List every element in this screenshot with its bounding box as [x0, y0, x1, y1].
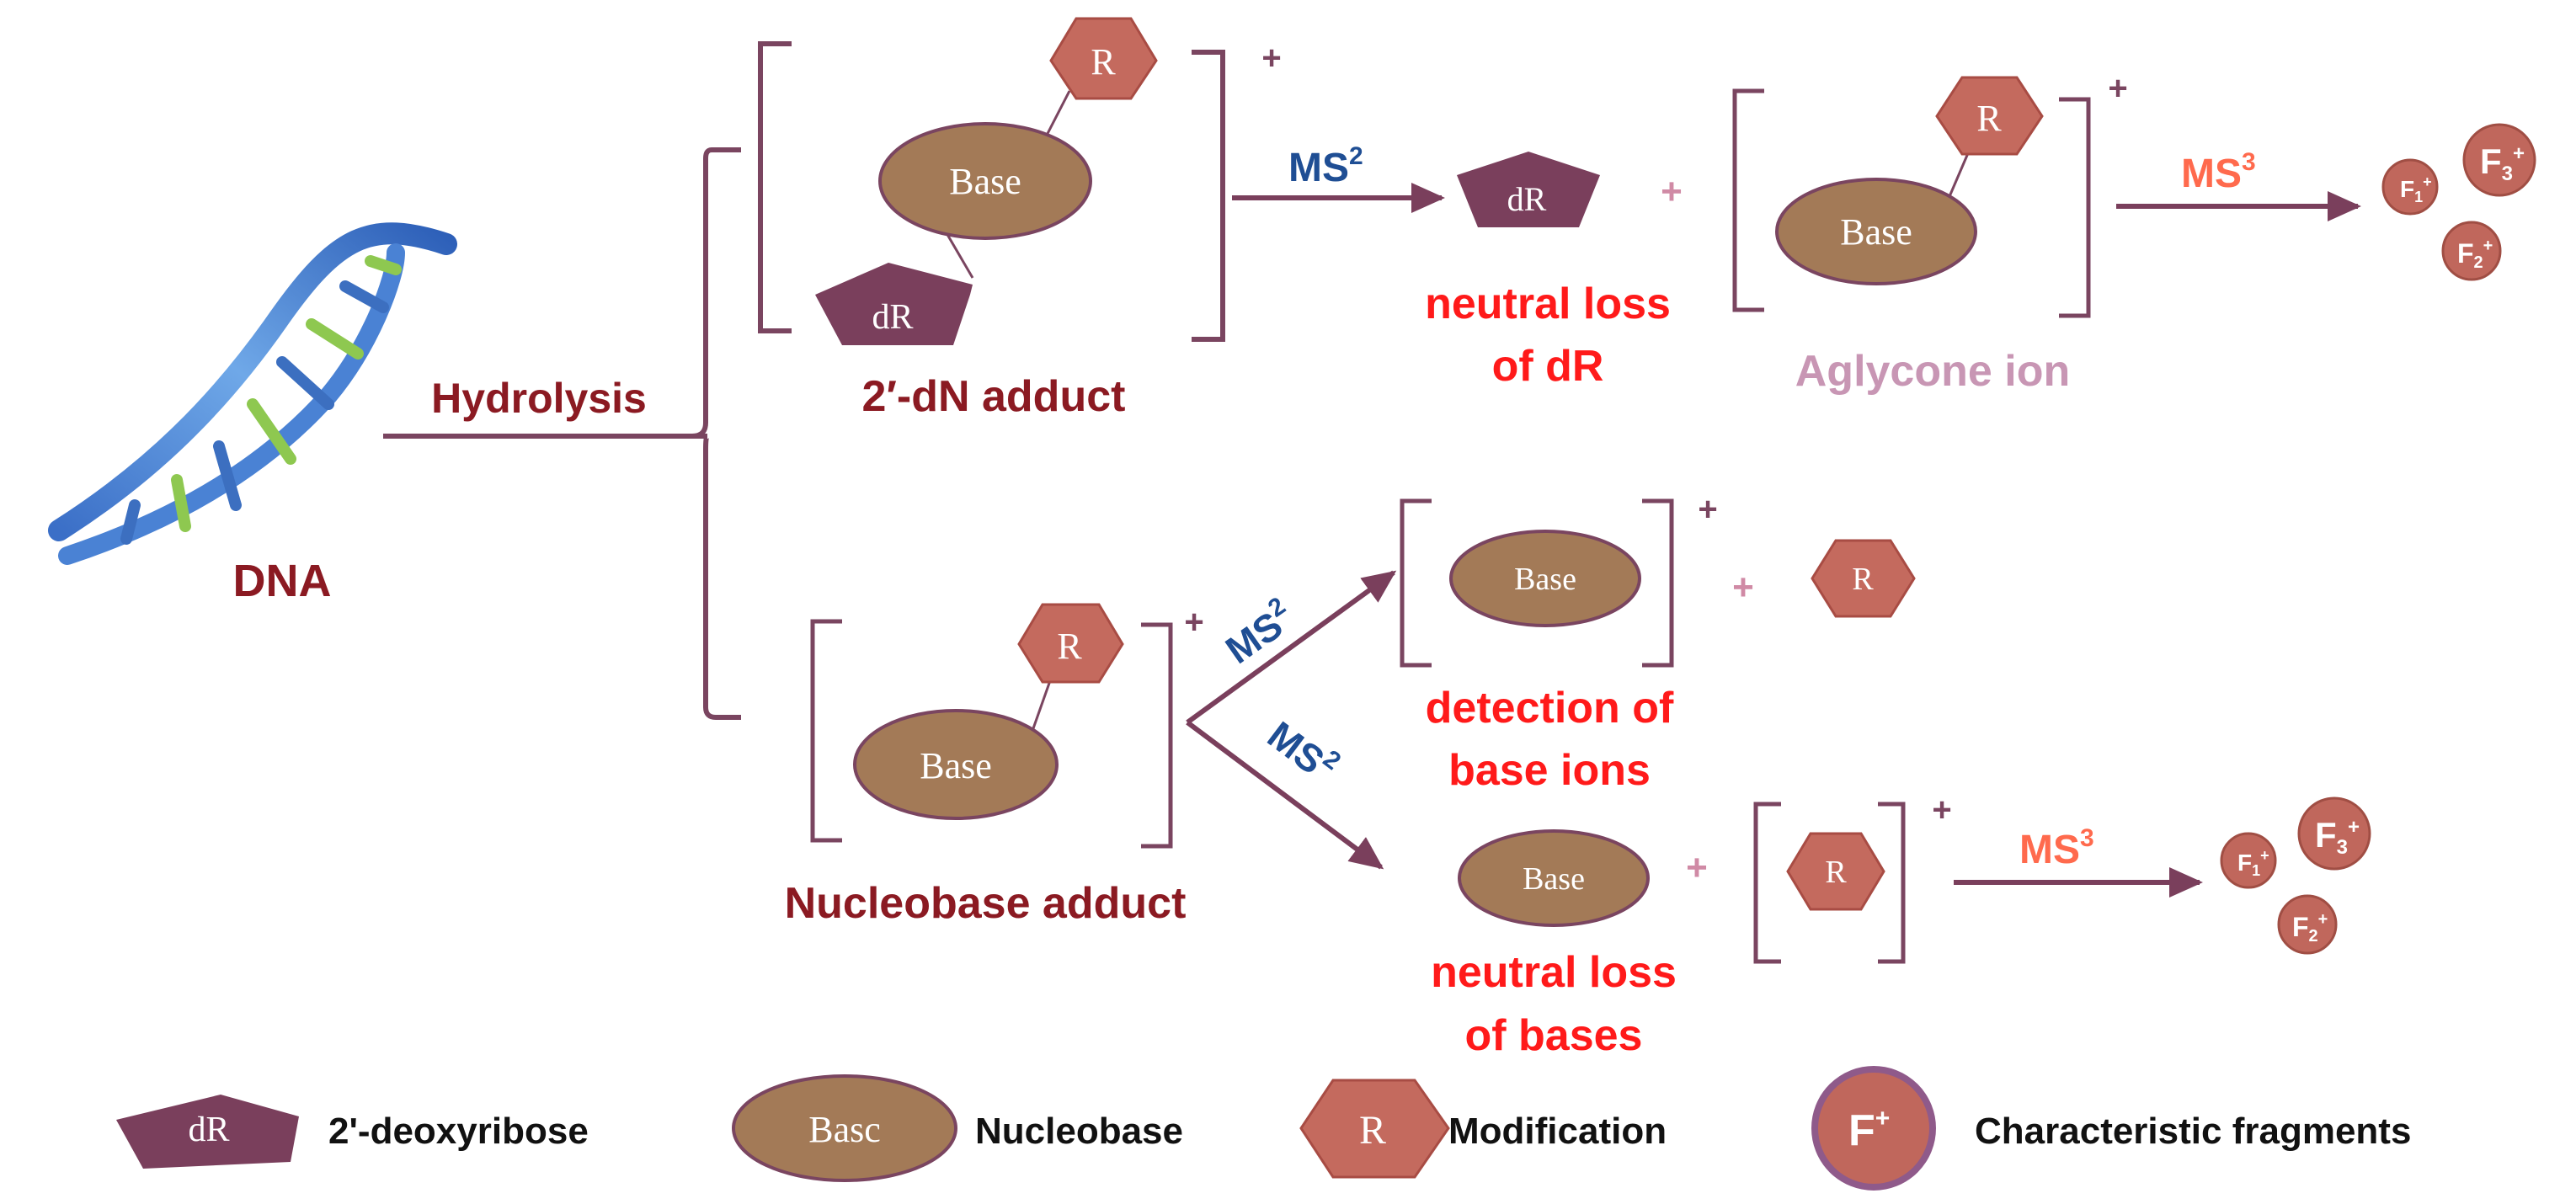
ms2-arrow-upper — [1186, 570, 1397, 725]
r-ion-bracket-left — [1753, 802, 1781, 964]
r-ion-charge-plus: + — [1932, 791, 1951, 828]
r-ion-bracket-right — [1878, 802, 1906, 964]
dn-dr-shape — [815, 263, 973, 345]
legend-nucleobase-label: Nucleobase — [975, 1111, 1183, 1152]
legend-fragments-label: Characteristic fragments — [1975, 1111, 2411, 1152]
fragment-f3-bottom-label: F3+ — [2315, 815, 2360, 859]
legend-r-shape — [1299, 1079, 1450, 1179]
fragment-f2-bottom-label: F2+ — [2292, 910, 2328, 946]
r-ion-shape — [1786, 832, 1885, 911]
legend-base-shape — [732, 1074, 957, 1182]
dn-base-label: Base — [949, 161, 1021, 202]
nb-base-shape — [853, 709, 1059, 820]
nb-r-label: R — [1057, 626, 1082, 667]
fragment-f1-top — [2381, 158, 2439, 216]
legend: dR 2'-deoxyribose Basc Nucleobase R Modi… — [116, 1066, 2411, 1191]
fragments-top: F1+ F3+ F2+ — [2381, 123, 2536, 281]
fragment-f1-bottom-label: F1+ — [2237, 847, 2269, 879]
fragment-f1-top-label: F1+ — [2400, 173, 2432, 205]
fragment-f1-bottom — [2220, 832, 2277, 889]
dn-adduct-label: 2′-dN adduct — [862, 372, 1126, 421]
base-ion-label: Base — [1514, 562, 1576, 597]
fragment-f2-bottom — [2277, 894, 2338, 955]
aglycone-r-shape — [1935, 76, 2044, 156]
ms2-label-lower: MS2 — [1260, 710, 1346, 791]
legend-modification-label: Modification — [1448, 1111, 1667, 1152]
legend-fragment-label: F+ — [1848, 1105, 1890, 1155]
legend-deoxyribose-label: 2'-deoxyribose — [328, 1111, 589, 1152]
released-r-label: R — [1852, 562, 1874, 597]
aglycone-base-label: Base — [1840, 211, 1912, 253]
neutral-loss-dr-line1: neutral loss — [1425, 280, 1671, 328]
dn-dr-label: dR — [872, 298, 913, 337]
base-ion-charge-plus: + — [1698, 491, 1717, 528]
nb-r-shape — [1017, 603, 1124, 684]
fragment-f3-bottom — [2297, 796, 2371, 871]
dr-product-label: dR — [1507, 180, 1547, 218]
neutral-loss-bases-line2: of bases — [1465, 1011, 1643, 1060]
nb-bracket-right — [1141, 622, 1173, 849]
nb-bracket-left — [810, 619, 842, 843]
base-ion-group: + Base + R — [1400, 491, 1916, 668]
dn-r-shape — [1049, 17, 1158, 100]
plus-sign-dr: + — [1661, 171, 1683, 212]
fragment-f2-top — [2441, 221, 2502, 281]
dn-base-shape — [878, 122, 1092, 240]
fragments-bottom: F1+ F3+ F2+ — [2220, 796, 2371, 955]
legend-fragment-shape — [1811, 1066, 1936, 1191]
aglycone-group: + Base R Aglycone ion — [1732, 70, 2128, 396]
aglycone-base-shape — [1775, 178, 1977, 285]
aglycone-label: Aglycone ion — [1795, 347, 2070, 396]
ms3-label-bottom: MS3 — [2019, 824, 2094, 872]
neutral-loss-dr-line2: of dR — [1492, 342, 1604, 391]
ms2-label-top: MS2 — [1288, 142, 1363, 190]
base-ion-bracket-right — [1642, 498, 1674, 668]
dn-r-label: R — [1091, 41, 1116, 83]
legend-dr-shape — [116, 1095, 299, 1169]
dr-product-shape — [1457, 152, 1600, 227]
nucleobase-adduct-group: + Base R Nucleobase adduct — [785, 603, 1204, 928]
aglycone-bracket-right — [2059, 97, 2091, 318]
released-r-shape — [1811, 539, 1916, 618]
ms2-arrow-lower — [1186, 720, 1384, 870]
nb-charge-plus: + — [1184, 604, 1203, 641]
dn-bracket-right — [1192, 50, 1225, 342]
dna-helix-icon — [48, 222, 457, 565]
branch-brace — [691, 147, 741, 720]
legend-r-label: R — [1359, 1108, 1386, 1153]
hydrolysis-label: Hydrolysis — [431, 375, 647, 422]
aglycone-bracket-left — [1732, 88, 1764, 312]
nb-base-label: Base — [920, 745, 992, 786]
aglycone-charge-plus: + — [2108, 70, 2127, 107]
plus-sign-lost-base: + — [1686, 847, 1708, 888]
nucleobase-adduct-label: Nucleobase adduct — [785, 879, 1187, 928]
legend-dr-label: dR — [188, 1111, 229, 1149]
plus-sign-base-ion: + — [1732, 567, 1754, 608]
neutral-loss-bases-line1: neutral loss — [1431, 948, 1677, 997]
lost-base-label: Base — [1523, 861, 1585, 897]
legend-base-label: Basc — [808, 1109, 881, 1150]
fragment-f3-top — [2462, 123, 2536, 197]
aglycone-r-label: R — [1976, 98, 2002, 139]
dna-label: DNA — [233, 556, 332, 606]
dn-charge-plus: + — [1261, 40, 1281, 77]
lost-base-shape — [1458, 829, 1650, 927]
base-ion-bracket-left — [1400, 498, 1432, 668]
base-ion-shape — [1449, 530, 1641, 627]
detection-line1: detection of — [1426, 684, 1674, 733]
detection-line2: base ions — [1448, 746, 1651, 795]
ms3-label-top: MS3 — [2181, 148, 2256, 196]
dn-adduct-group: + Base R dR 2′-dN adduct — [758, 17, 1282, 421]
r-ion-label: R — [1825, 855, 1847, 890]
neutral-loss-bases-group: Base + + R — [1458, 791, 1952, 964]
ms2-label-upper: MS2 — [1216, 592, 1302, 672]
fragment-f2-top-label: F2+ — [2457, 237, 2493, 272]
fragment-f3-top-label: F3+ — [2480, 141, 2525, 185]
dn-bracket-left — [758, 41, 792, 333]
